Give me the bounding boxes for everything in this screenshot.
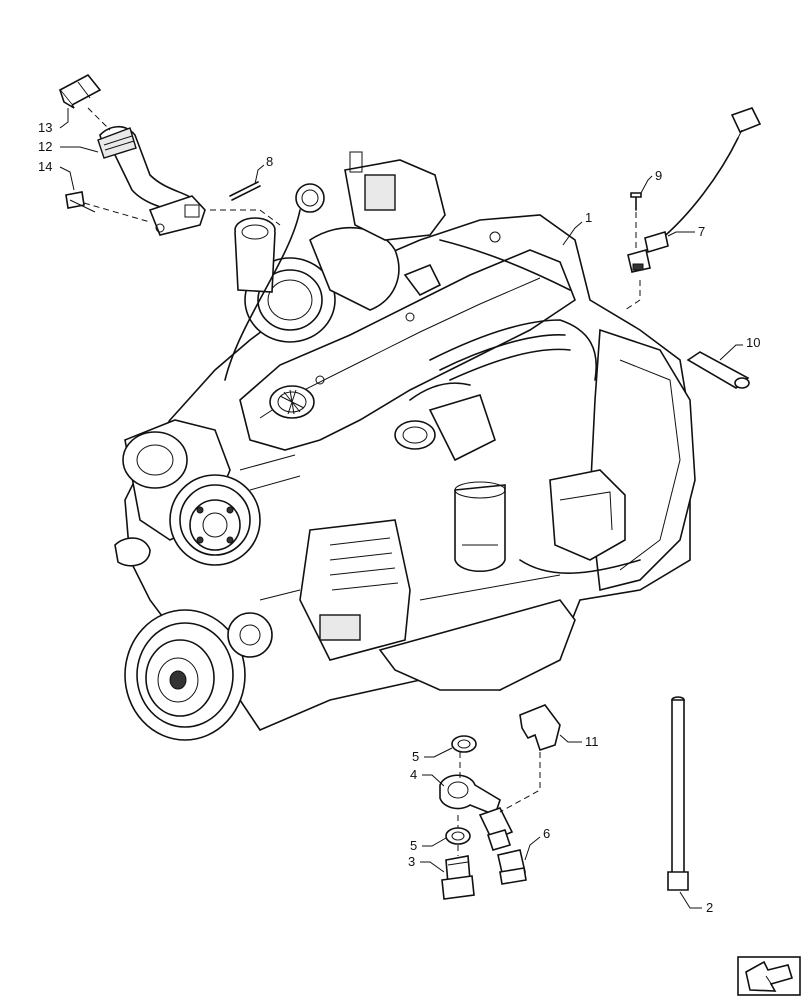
vibration-damper [124, 609, 273, 741]
callout-11: 11 [585, 734, 599, 749]
callout-6: 6 [543, 826, 550, 841]
callout-4: 4 [410, 767, 417, 782]
callout-13: 13 [38, 120, 52, 135]
engine-assembly [114, 151, 696, 741]
fitting-assembly [439, 704, 561, 900]
callout-2: 2 [706, 900, 713, 915]
callout-7: 7 [698, 224, 705, 239]
callout-5-upper: 5 [412, 749, 419, 764]
callout-10: 10 [746, 335, 760, 350]
cap [58, 73, 102, 109]
sensor-with-cable [624, 107, 762, 311]
callout-3: 3 [408, 854, 415, 869]
bolt [65, 191, 96, 213]
callout-5-lower: 5 [410, 838, 417, 853]
nav-arrow-icon[interactable] [737, 956, 801, 996]
callout-12: 12 [38, 139, 52, 154]
dowel-pin [686, 351, 750, 389]
hose-assembly [58, 73, 281, 236]
callout-14: 14 [38, 159, 52, 174]
callout-1: 1 [585, 210, 592, 225]
dipstick-tube [667, 696, 689, 891]
callout-9: 9 [655, 168, 662, 183]
callout-8: 8 [266, 154, 273, 169]
callout-labels: 1 2 3 4 5 5 6 7 8 9 10 11 12 [38, 108, 760, 915]
turbocharger [234, 183, 400, 343]
